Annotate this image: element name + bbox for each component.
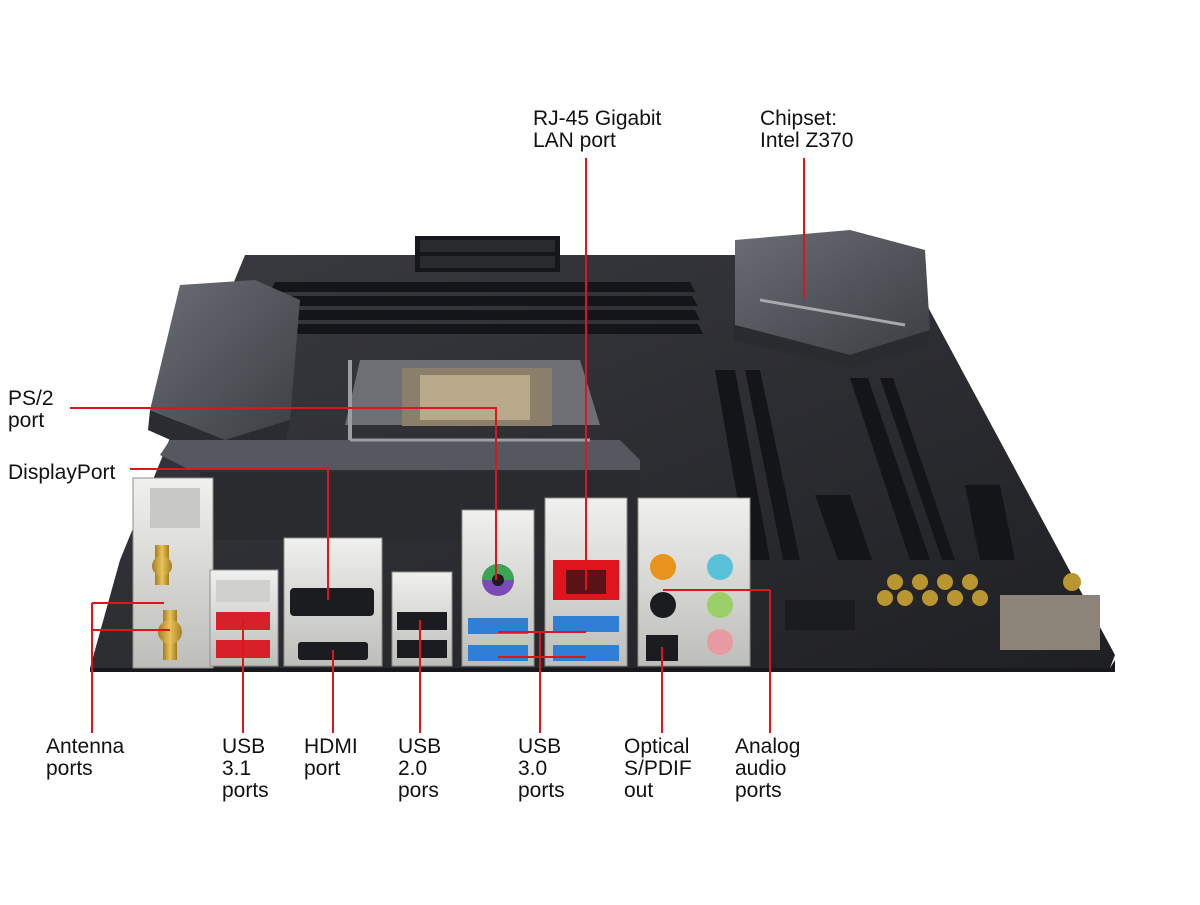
antenna-module bbox=[132, 477, 214, 669]
label-analog: Analog audio ports bbox=[735, 735, 801, 802]
usb30-port[interactable] bbox=[553, 616, 619, 632]
audio-codec bbox=[785, 600, 855, 630]
displayport-port[interactable] bbox=[290, 588, 374, 616]
audio-jack-blue[interactable] bbox=[707, 554, 733, 580]
atx-power-connector bbox=[415, 236, 560, 272]
chipset-heatsink bbox=[733, 230, 930, 368]
label-antenna: Antenna ports bbox=[46, 735, 125, 780]
usb30-port[interactable] bbox=[468, 618, 528, 634]
usb20-port[interactable] bbox=[397, 612, 447, 630]
label-usb20: USB 2.0 pors bbox=[398, 735, 442, 802]
audio-jack-pink[interactable] bbox=[707, 629, 733, 655]
video-stack bbox=[283, 537, 383, 667]
ps2-usb30-stack bbox=[461, 509, 535, 667]
usb30-port[interactable] bbox=[553, 645, 619, 661]
pcb-edge bbox=[90, 660, 1115, 672]
label-optical: Optical S/PDIF out bbox=[624, 735, 692, 802]
usb20-port[interactable] bbox=[397, 640, 447, 658]
audio-jack-green[interactable] bbox=[707, 592, 733, 618]
audio-capacitors bbox=[877, 573, 1081, 606]
label-rj45-lan: RJ-45 Gigabit LAN port bbox=[533, 107, 662, 152]
audio-stack bbox=[637, 497, 751, 667]
callout-ps2 bbox=[70, 407, 497, 580]
usb20-stack bbox=[391, 571, 453, 667]
pcie-slots bbox=[715, 370, 1015, 560]
ps2-port-icon[interactable] bbox=[482, 564, 514, 596]
callout-lines bbox=[70, 158, 805, 733]
label-ps2: PS/2 port bbox=[8, 387, 54, 432]
label-chipset: Chipset: Intel Z370 bbox=[760, 107, 854, 152]
label-usb31: USB 3.1 ports bbox=[222, 735, 269, 802]
audio-shield bbox=[1000, 595, 1100, 650]
label-usb30: USB 3.0 ports bbox=[518, 735, 565, 802]
label-displayport: DisplayPort bbox=[8, 461, 116, 484]
audio-jack-black[interactable] bbox=[650, 592, 676, 618]
usb30-port[interactable] bbox=[468, 645, 528, 661]
vrm-heatsink-left bbox=[148, 280, 300, 462]
antenna-connector-icon[interactable] bbox=[152, 545, 172, 585]
dimm-slots bbox=[258, 282, 703, 334]
callout-displayport bbox=[130, 468, 329, 600]
audio-jack-orange[interactable] bbox=[650, 554, 676, 580]
antenna-connector-icon[interactable] bbox=[158, 610, 182, 660]
label-hdmi: HDMI port bbox=[304, 735, 358, 780]
